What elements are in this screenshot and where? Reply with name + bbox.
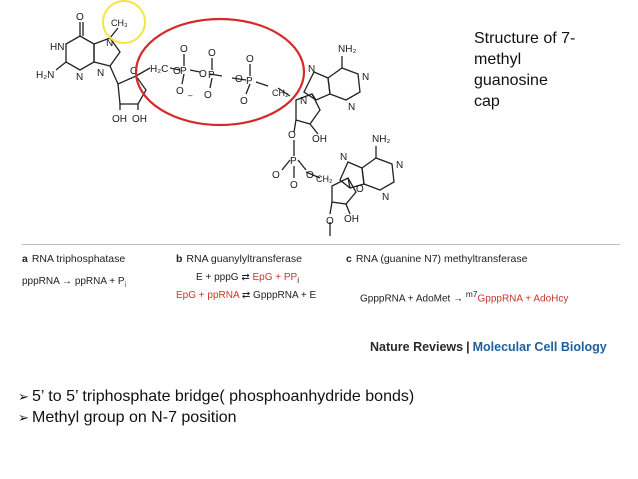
linker-label: P xyxy=(290,156,297,167)
m7g-cap-structure: O HN H₂N N N N CH₃ NH₂ N N N N O OH OH O… xyxy=(36,0,403,236)
guanine-label: HN xyxy=(50,42,64,53)
adenine-label: N xyxy=(340,152,347,163)
phosphate-label: H₂C xyxy=(150,64,168,75)
ribose-label: OH xyxy=(132,114,147,125)
reaction-c-letter: c xyxy=(346,253,352,265)
list-item: ➢5’ to 5’ triphosphate bridge( phosphoan… xyxy=(18,386,414,407)
reaction-b-equation-1: E + pppG ⇄ EpG + PPi xyxy=(196,272,299,285)
reaction-a-product: ppRNA + P xyxy=(74,276,125,287)
guanine-label: N xyxy=(106,38,113,49)
reaction-b-product-1: EpG + PP xyxy=(252,272,298,283)
reaction-b-enzyme: RNA guanylyltransferase xyxy=(186,253,302,265)
reaction-c-substrate: GpppRNA + AdoMet xyxy=(360,293,451,305)
ribose-label: OH xyxy=(112,114,127,125)
guanine-label: H₂N xyxy=(36,70,54,81)
phosphate-label: O xyxy=(240,96,248,107)
ribose-ring-o-label: O xyxy=(356,184,364,195)
phosphate-label: CH₂ xyxy=(272,88,289,98)
linker-label: O xyxy=(290,180,298,191)
forward-arrow-icon: → xyxy=(62,276,73,287)
adenine-label: N xyxy=(300,96,307,107)
phosphate-label: P xyxy=(180,66,187,77)
adenine-label: NH₂ xyxy=(338,44,356,55)
caption-line: methyl xyxy=(474,51,522,68)
linker-label: O xyxy=(272,170,280,181)
charge-label: – xyxy=(188,91,193,100)
phosphate-label: O xyxy=(176,86,184,97)
linker-label: O xyxy=(326,216,334,227)
caption-line: cap xyxy=(474,93,500,110)
reaction-c-product: GpppRNA + AdoHcy xyxy=(477,293,569,305)
reaction-c-equation: GpppRNA + AdoMet → m7GpppRNA + AdoHcy xyxy=(360,289,568,304)
adenine-label: N xyxy=(308,64,315,75)
ribose-label: OH xyxy=(312,134,327,145)
adenine-label: NH₂ xyxy=(372,134,390,145)
reaction-b-substrate-2: EpG + ppRNA xyxy=(176,290,240,301)
ribose-label: O xyxy=(288,130,296,141)
caption-line: guanosine xyxy=(474,72,548,89)
reaction-a-letter: a xyxy=(22,253,28,265)
phosphate-label: O xyxy=(208,48,216,59)
triphosphate-highlight-ellipse xyxy=(134,17,306,127)
adenine-label: N xyxy=(396,160,403,171)
adenine-label: N xyxy=(382,192,389,203)
bullet-list: ➢5’ to 5’ triphosphate bridge( phosphoan… xyxy=(18,386,414,428)
reaction-b-product-2: GpppRNA + E xyxy=(253,290,317,301)
phosphate-label: O xyxy=(204,90,212,101)
structure-caption: Structure of 7- methyl guanosine cap xyxy=(474,28,614,112)
credit-publisher: Nature Reviews xyxy=(370,340,464,354)
phosphate-label: O xyxy=(173,66,181,77)
ribose-label: O xyxy=(130,66,138,77)
forward-arrow-icon: → xyxy=(453,293,464,305)
adenine-label: N xyxy=(348,102,355,113)
linker-label: O xyxy=(306,170,314,181)
methyl-label: CH₃ xyxy=(111,18,128,28)
phosphate-label: O xyxy=(246,54,254,65)
phosphate-label: P xyxy=(246,76,253,87)
bullet-text: Methyl group on N-7 position xyxy=(32,409,237,426)
arrowhead-bullet-icon: ➢ xyxy=(18,389,29,404)
reaction-c-enzyme: RNA (guanine N7) methyltransferase xyxy=(355,253,528,265)
arrowhead-bullet-icon: ➢ xyxy=(18,410,29,425)
equilibrium-arrow-icon: ⇄ xyxy=(241,272,250,283)
phosphate-label: O xyxy=(235,74,243,85)
phosphate-label: O xyxy=(180,44,188,55)
bullet-text: 5’ to 5’ triphosphate bridge( phosphoanh… xyxy=(32,388,415,405)
methyl-highlight-circle xyxy=(102,0,146,44)
list-item: ➢Methyl group on N-7 position xyxy=(18,407,414,428)
reaction-a-enzyme: RNA triphosphatase xyxy=(31,253,126,265)
caption-line: Structure of 7- xyxy=(474,30,576,47)
adenine-label: N xyxy=(362,72,369,83)
phosphate-label: P xyxy=(208,70,215,81)
reaction-a-subscript: i xyxy=(124,279,127,289)
equilibrium-arrow-icon: ⇄ xyxy=(241,290,251,301)
reaction-a-substrate: pppRNA xyxy=(22,276,60,287)
phosphate-label: O xyxy=(199,69,207,80)
reaction-b-subscript: i xyxy=(297,275,300,285)
linker-label: OH xyxy=(344,214,359,225)
reaction-b-substrate-1: E + pppG xyxy=(196,272,239,283)
linker-label: CH₂ xyxy=(316,174,333,184)
guanine-label: N xyxy=(97,68,104,79)
reaction-c-superscript: m7 xyxy=(465,289,478,299)
figure-credit: Nature Reviews|Molecular Cell Biology xyxy=(370,340,607,354)
guanine-label: O xyxy=(76,12,84,23)
credit-separator: | xyxy=(466,340,470,354)
reaction-b-equation-2: EpG + ppRNA ⇄ GpppRNA + E xyxy=(176,290,316,301)
guanine-label: N xyxy=(76,72,83,83)
credit-journal: Molecular Cell Biology xyxy=(472,340,607,354)
reaction-a-equation: pppRNA → ppRNA + Pi xyxy=(22,276,126,289)
section-divider xyxy=(22,244,620,245)
reaction-b-letter: b xyxy=(176,253,183,265)
